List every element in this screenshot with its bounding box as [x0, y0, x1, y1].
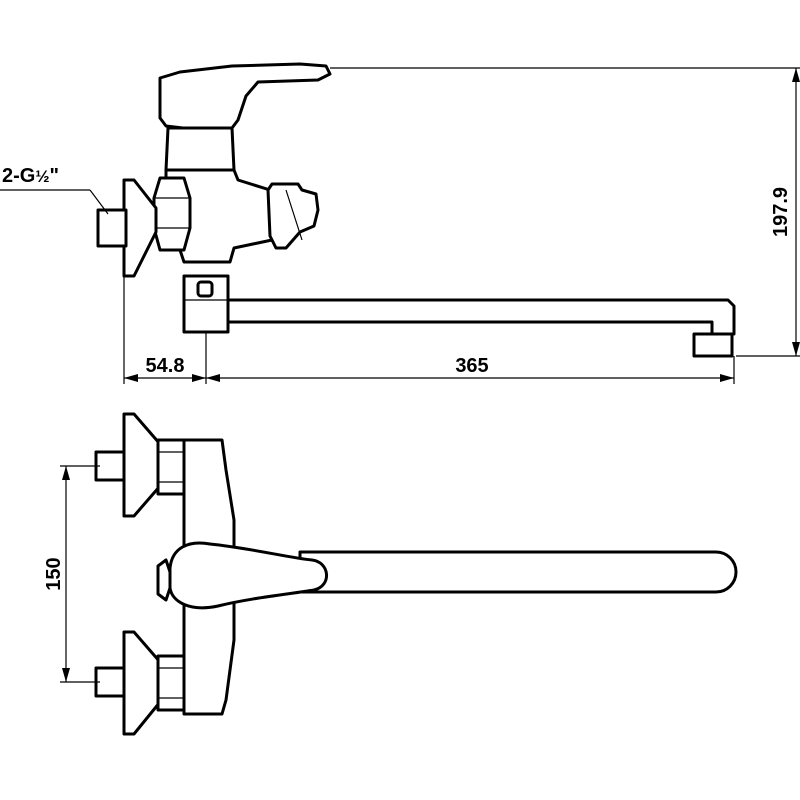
hex-nut	[152, 176, 192, 252]
dim-offset: 54.8	[146, 355, 185, 377]
nut-upper	[156, 438, 186, 496]
flange-lower	[122, 630, 162, 736]
wall-flange	[122, 178, 158, 278]
dim-spout-length: 365	[455, 355, 488, 377]
inlet-pipe	[96, 208, 128, 248]
spout-collar-inner	[196, 280, 214, 298]
inlet-pipe-lower	[94, 666, 128, 698]
spout-top	[298, 550, 738, 594]
thread-label: 2-G½"	[2, 165, 59, 187]
diverter-knob	[266, 182, 320, 250]
lever-top	[168, 541, 328, 610]
flange-upper	[122, 412, 162, 518]
lever-handle	[158, 62, 332, 132]
cartridge-body	[164, 126, 236, 172]
dim-height: 197.9	[770, 187, 792, 237]
dim-spacing: 150	[43, 557, 65, 590]
aerator	[692, 332, 734, 358]
nut-lower	[156, 654, 186, 712]
knob-stub	[156, 558, 172, 602]
top-view: 150	[43, 412, 738, 736]
side-view: 2-G½" 197.9 54.8 365	[0, 62, 800, 384]
spout-arm	[226, 298, 736, 336]
inlet-pipe-upper	[94, 450, 128, 482]
